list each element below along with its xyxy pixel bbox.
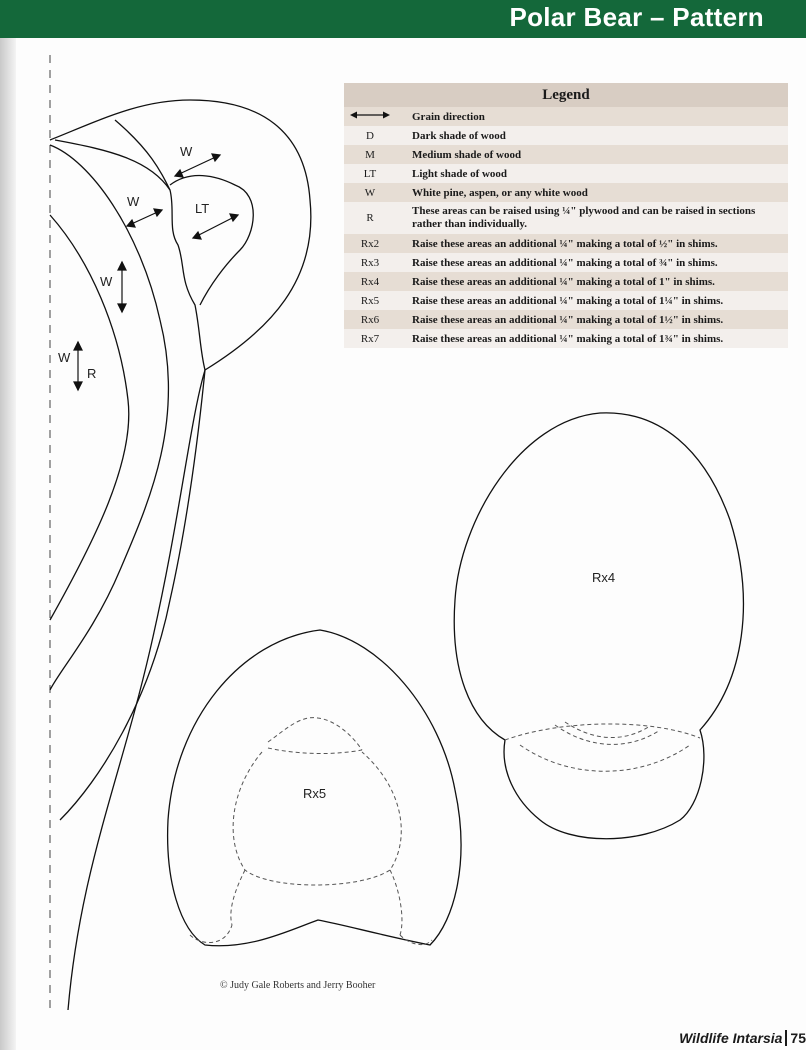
legend-row: R These areas can be raised using ¼" ply…	[344, 202, 788, 234]
legend-code: LT	[344, 164, 396, 183]
legend-code: Rx5	[344, 291, 396, 310]
legend-row: Rx4 Raise these areas an additional ¼" m…	[344, 272, 788, 291]
legend-desc: Grain direction	[396, 107, 788, 126]
legend-code: Rx6	[344, 310, 396, 329]
rx4-piece-outline	[453, 412, 745, 840]
legend-row: LT Light shade of wood	[344, 164, 788, 183]
double-arrow-icon	[344, 107, 396, 126]
legend-code: R	[344, 202, 396, 234]
copyright-notice: © Judy Gale Roberts and Jerry Booher	[220, 980, 376, 991]
legend-header-row: Legend	[344, 83, 788, 107]
page-title: Polar Bear – Pattern	[509, 2, 764, 32]
ear-shape	[169, 174, 254, 306]
legend-code: Rx2	[344, 234, 396, 253]
legend-row: W White pine, aspen, or any white wood	[344, 183, 788, 202]
legend-code: W	[344, 183, 396, 202]
legend-desc: Raise these areas an additional ¼" makin…	[396, 272, 788, 291]
legend-desc: Raise these areas an additional ¼" makin…	[396, 291, 788, 310]
rx5-dashed-guides	[189, 717, 433, 946]
label-rx5: Rx5	[303, 786, 326, 801]
legend-desc: Raise these areas an additional ¼" makin…	[396, 234, 788, 253]
label-r-leg: R	[87, 366, 96, 381]
shoulder-curve	[49, 144, 170, 691]
legend-desc: Light shade of wood	[396, 164, 788, 183]
page-number: 75	[785, 1030, 806, 1046]
legend-row-grain: Grain direction	[344, 107, 788, 126]
label-rx4: Rx4	[592, 570, 615, 585]
legend-desc: Medium shade of wood	[396, 145, 788, 164]
legend-code: D	[344, 126, 396, 145]
legend-row: Rx5 Raise these areas an additional ¼" m…	[344, 291, 788, 310]
legend-row: D Dark shade of wood	[344, 126, 788, 145]
label-w-neck: W	[100, 274, 113, 289]
legend-row: Rx2 Raise these areas an additional ¼" m…	[344, 234, 788, 253]
binding-gutter	[0, 38, 16, 1050]
legend-code: Rx7	[344, 329, 396, 348]
book-title: Wildlife Intarsia	[679, 1030, 783, 1046]
legend-row: M Medium shade of wood	[344, 145, 788, 164]
legend-desc: White pine, aspen, or any white wood	[396, 183, 788, 202]
rx5-piece-outline	[166, 629, 462, 947]
rx4-dashed-guides	[504, 721, 701, 772]
legend-row: Rx3 Raise these areas an additional ¼" m…	[344, 253, 788, 272]
cheek-curve	[114, 119, 171, 191]
legend-desc: Raise these areas an additional ¼" makin…	[396, 253, 788, 272]
legend-code: Rx4	[344, 272, 396, 291]
legend-desc: Raise these areas an additional ¼" makin…	[396, 329, 788, 348]
body-outline	[49, 99, 312, 1011]
label-w-cheek: W	[127, 194, 140, 209]
legend-desc: Raise these areas an additional ¼" makin…	[396, 310, 788, 329]
label-lt: LT	[195, 201, 209, 216]
leg-curve	[49, 214, 130, 621]
legend-code: Rx3	[344, 253, 396, 272]
legend-title: Legend	[344, 83, 788, 107]
neck-curve	[54, 139, 206, 371]
legend-code: M	[344, 145, 396, 164]
label-w-ear: W	[180, 144, 193, 159]
header-bar: Polar Bear – Pattern	[0, 0, 806, 38]
legend-desc: These areas can be raised using ¼" plywo…	[396, 202, 788, 234]
legend-desc: Dark shade of wood	[396, 126, 788, 145]
legend-row: Rx6 Raise these areas an additional ¼" m…	[344, 310, 788, 329]
label-w-leg: W	[58, 350, 71, 365]
grain-arrow-icon	[73, 153, 240, 392]
chest-curve	[59, 369, 206, 821]
legend-table: Legend Grain direction D Dark shade of w…	[344, 83, 788, 348]
legend-row: Rx7 Raise these areas an additional ¼" m…	[344, 329, 788, 348]
